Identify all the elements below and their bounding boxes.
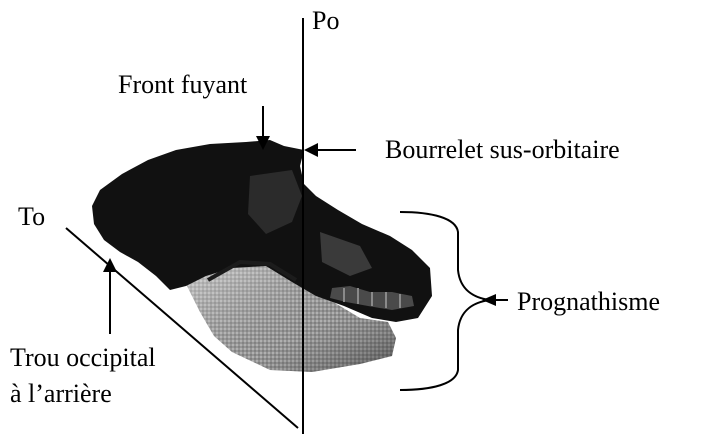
prognathisme-label: Prognathisme (517, 288, 660, 316)
bourrelet-arrow (304, 143, 356, 157)
front-fuyant-label: Front fuyant (118, 71, 247, 99)
trou-occipital-arrow (103, 258, 117, 334)
bourrelet-label: Bourrelet sus-orbitaire (385, 136, 620, 164)
trou-occipital-label-line2: à l’arrière (10, 380, 112, 408)
to-label: To (18, 203, 45, 231)
trou-occipital-label: Trou occipital (10, 344, 156, 372)
po-label: Po (312, 7, 339, 35)
